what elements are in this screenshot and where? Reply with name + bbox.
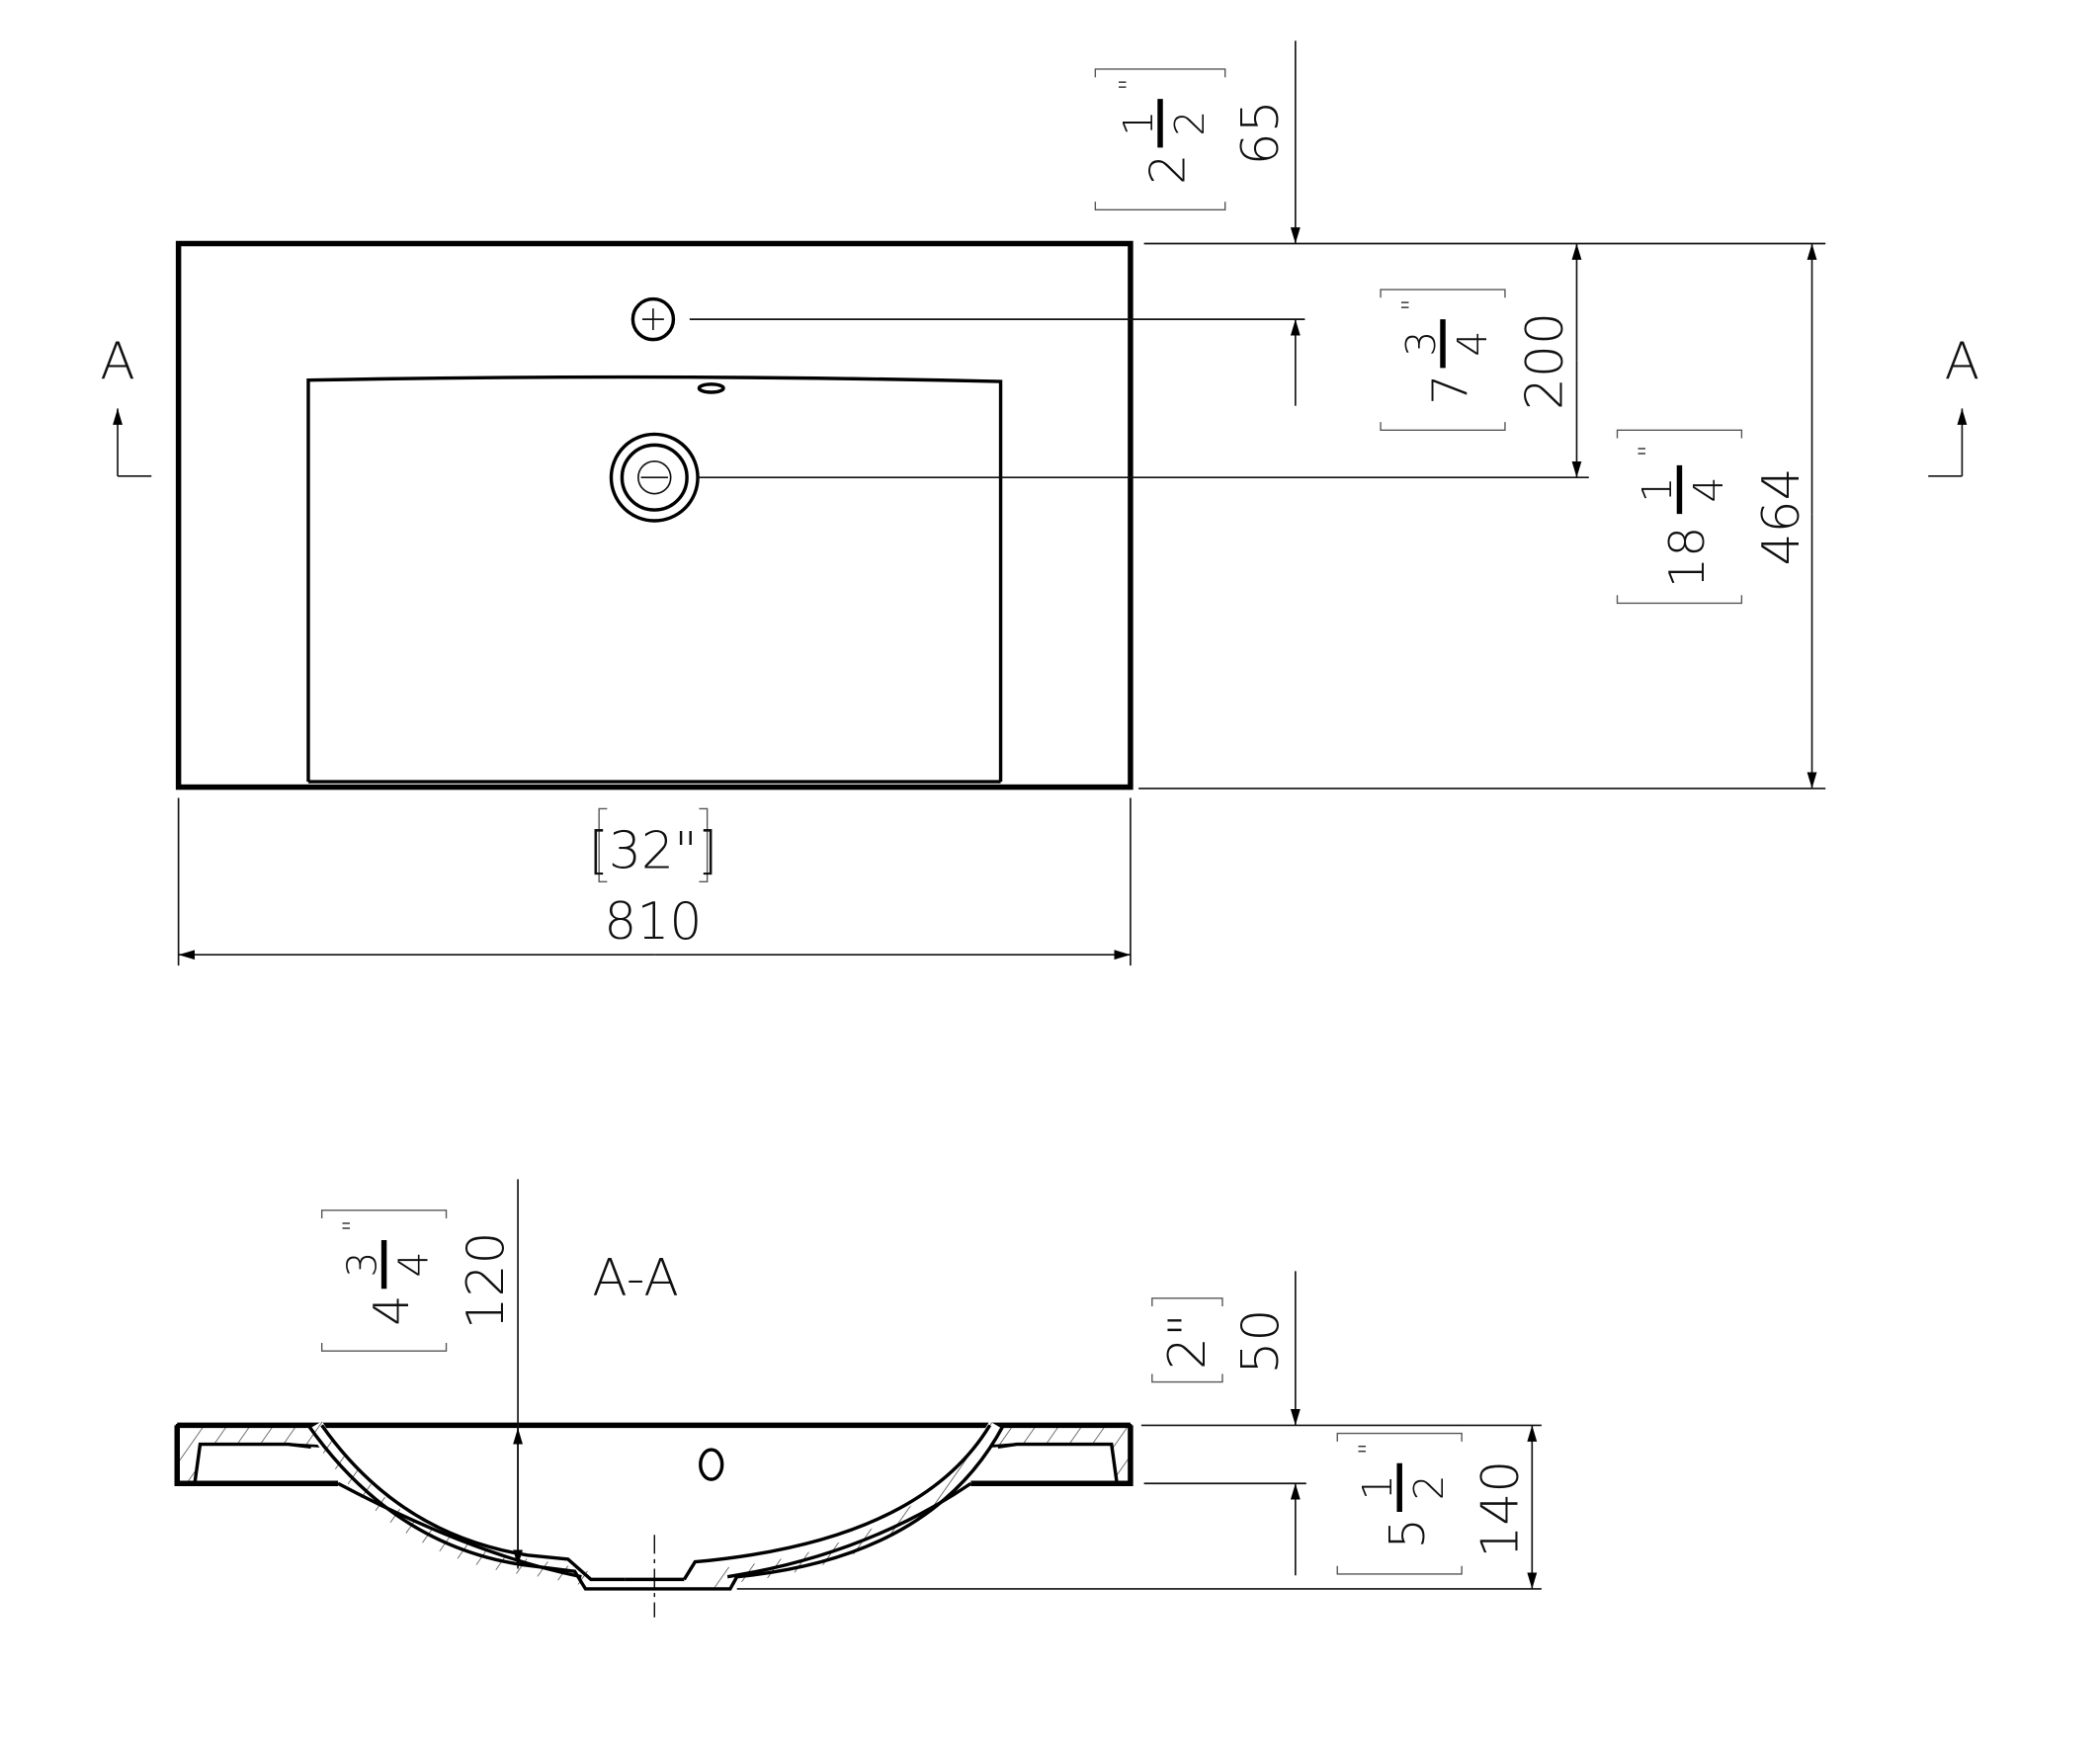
overflow-hole: [697, 382, 725, 394]
section-label: A: [1945, 332, 1980, 391]
inch-fraction: 5 1 2 ": [1336, 1432, 1463, 1575]
dimension-bowl-depth: 120 4 3 4 ": [320, 1179, 523, 1569]
inch-denominator: 4: [1449, 331, 1496, 357]
dimension-value: 50: [1231, 1308, 1291, 1374]
dimension-value: 810: [604, 892, 702, 952]
inch-mark: ": [1354, 1443, 1385, 1456]
inch-fraction: 4 3 4 ": [320, 1209, 448, 1352]
dimension-value: 200: [1515, 312, 1574, 410]
dimension-drain-offset: 200 7 3 4 ": [1380, 243, 1582, 478]
inch-mark: ": [1635, 445, 1665, 458]
inch-mark: ": [339, 1219, 370, 1232]
inch-numerator: 1: [1115, 111, 1162, 136]
inch-denominator: 4: [1685, 476, 1732, 502]
dimension-value: 464: [1752, 467, 1811, 565]
section-marker-right: A: [1928, 332, 1980, 477]
dimension-value: 120: [457, 1231, 516, 1329]
basin-outline: [175, 240, 1134, 791]
section-label: A: [100, 332, 135, 391]
inch-whole: 5: [1379, 1518, 1436, 1548]
drain: [609, 432, 700, 523]
section-title: A-A: [592, 1249, 679, 1308]
inch-value: [32"]: [589, 822, 718, 881]
inch-whole: 2: [1139, 154, 1197, 185]
dimension-value: 140: [1470, 1460, 1530, 1558]
dimension-rim-height: 50 2": [1151, 1271, 1301, 1576]
inch-numerator: 1: [1354, 1474, 1401, 1500]
inch-whole: 18: [1658, 527, 1716, 589]
inch-mark: ": [1397, 298, 1428, 311]
inch-denominator: 2: [1166, 111, 1214, 136]
dimension-value: 65: [1231, 100, 1291, 165]
inch-numerator: 3: [338, 1252, 385, 1278]
tap-hole: [630, 296, 676, 342]
dimension-tap-offset: 65 2 1 2 ": [1094, 41, 1301, 406]
dimension-total-height: 140 5 1 2 ": [1336, 1425, 1538, 1589]
dimension-width: 810 [32"]: [178, 807, 1131, 960]
top-view: 65 2 1 2 " 200 7 3 4 ": [100, 41, 1980, 966]
inch-denominator: 4: [389, 1252, 437, 1278]
inch-denominator: 2: [1405, 1474, 1453, 1500]
rim-right: [976, 1424, 1133, 1485]
bowl-wall: [307, 1421, 1004, 1593]
inch-numerator: 1: [1634, 476, 1681, 502]
section-view: A-A 120 4 3 4: [174, 1179, 1542, 1618]
inch-value: 2": [1158, 1313, 1218, 1370]
overflow-hole: [699, 1448, 724, 1481]
inch-whole: 4: [363, 1294, 420, 1325]
inch-fraction: 7 3 4 ": [1380, 289, 1506, 432]
inch-mark: ": [1115, 78, 1145, 91]
bowl-outline: [306, 375, 1003, 783]
inch-numerator: 3: [1397, 331, 1445, 357]
section-marker-left: A: [100, 332, 152, 477]
dimension-depth: 464 18 1 4 ": [1616, 243, 1817, 789]
inch-fraction: 2 1 2 ": [1094, 68, 1226, 210]
inch-fraction: 18 1 4 ": [1616, 429, 1743, 605]
inch-whole: 7: [1422, 375, 1479, 405]
